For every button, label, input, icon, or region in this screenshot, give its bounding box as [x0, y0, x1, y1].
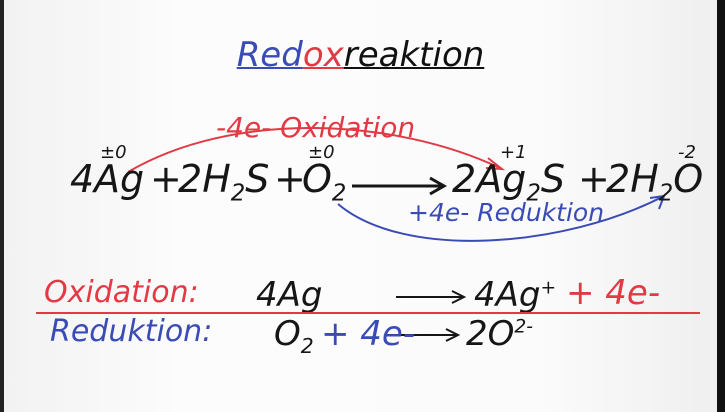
reduction-oxygen: O [274, 314, 301, 354]
plus-sign-1: + [150, 157, 182, 201]
o2-formula: O2 [302, 160, 346, 205]
page-title: Redoxreaktion [4, 38, 717, 72]
ag-symbol: Ag [94, 157, 145, 201]
ag2s-formula: 2Ag2S [452, 160, 565, 205]
oxidation-reactant: 4Ag [256, 275, 323, 315]
board-frame-right [717, 0, 725, 412]
oxidation-half-label: Oxidation: [44, 275, 199, 310]
reduction-product-charge: 2- [514, 316, 534, 338]
reduction-electrons: + 4e- [321, 314, 416, 354]
reduction-reactant: O2 [274, 317, 314, 356]
oxidation-product-charge: + [540, 277, 557, 299]
h2o-coefficient: 2 [606, 157, 631, 201]
reduction-product: 2O2- [466, 317, 533, 351]
oxidation-arrowhead [485, 157, 506, 171]
oxidation-arrow-label: -4e- Oxidation [216, 111, 416, 144]
ag-oxidation-number: ±0 [100, 142, 127, 163]
oxidation-arc [127, 127, 501, 173]
title-part-reaktion: reaktion [343, 35, 485, 75]
whiteboard: Redoxreaktion -4e- Oxidation +4e- Redukt… [4, 0, 717, 412]
plus-sign-3: + [578, 157, 610, 201]
board-frame-left [0, 0, 4, 412]
h2s-coefficient: 2 [178, 157, 203, 201]
h2o-oxidation-number: -2 [678, 142, 696, 163]
h2o-subscript: 2 [658, 180, 674, 207]
ox-half-arrowhead [451, 290, 467, 304]
ag2s-silver: Ag [476, 157, 527, 201]
o2-oxidation-number: ±0 [308, 142, 335, 163]
red-half-arrowhead [445, 328, 461, 342]
h2s-sulfur: S [245, 157, 270, 201]
ag-coefficient: 4 [70, 157, 95, 201]
plus-sign-2: + [274, 157, 306, 201]
h2o-oxygen: O [673, 157, 704, 201]
h2o-hydrogen: H [630, 157, 659, 201]
h2s-hydrogen: H [202, 157, 231, 201]
reduction-arrow-label: +4e- Reduktion [408, 198, 605, 227]
ag2s-subscript: 2 [526, 180, 541, 207]
h2s-formula: 2H2S [178, 160, 269, 205]
reduction-product-formula: 2O [466, 314, 515, 354]
o2-symbol: O [302, 157, 332, 201]
o2-subscript: 2 [331, 180, 347, 207]
oxidation-electrons: + 4e- [566, 273, 661, 313]
divider-line [36, 312, 700, 314]
reduction-oxygen-subscript: 2 [300, 333, 314, 358]
h2o-formula: 2H2O [606, 160, 703, 205]
ag2s-sulfur: S [540, 157, 565, 201]
title-part-red: Red [236, 35, 303, 75]
oxidation-product: 4Ag+ [474, 278, 556, 312]
ag2s-oxidation-number: +1 [500, 142, 527, 163]
h2s-subscript: 2 [230, 180, 246, 207]
main-reaction-arrowhead [429, 176, 448, 196]
oxidation-product-formula: 4Ag [474, 275, 541, 315]
ag2s-coefficient: 2 [452, 157, 477, 201]
reduction-half-label: Reduktion: [50, 314, 213, 349]
title-part-ox: ox [302, 35, 344, 75]
arrow-layer [127, 127, 666, 342]
reduction-arc [337, 195, 665, 242]
reduction-arrowhead [649, 194, 666, 210]
